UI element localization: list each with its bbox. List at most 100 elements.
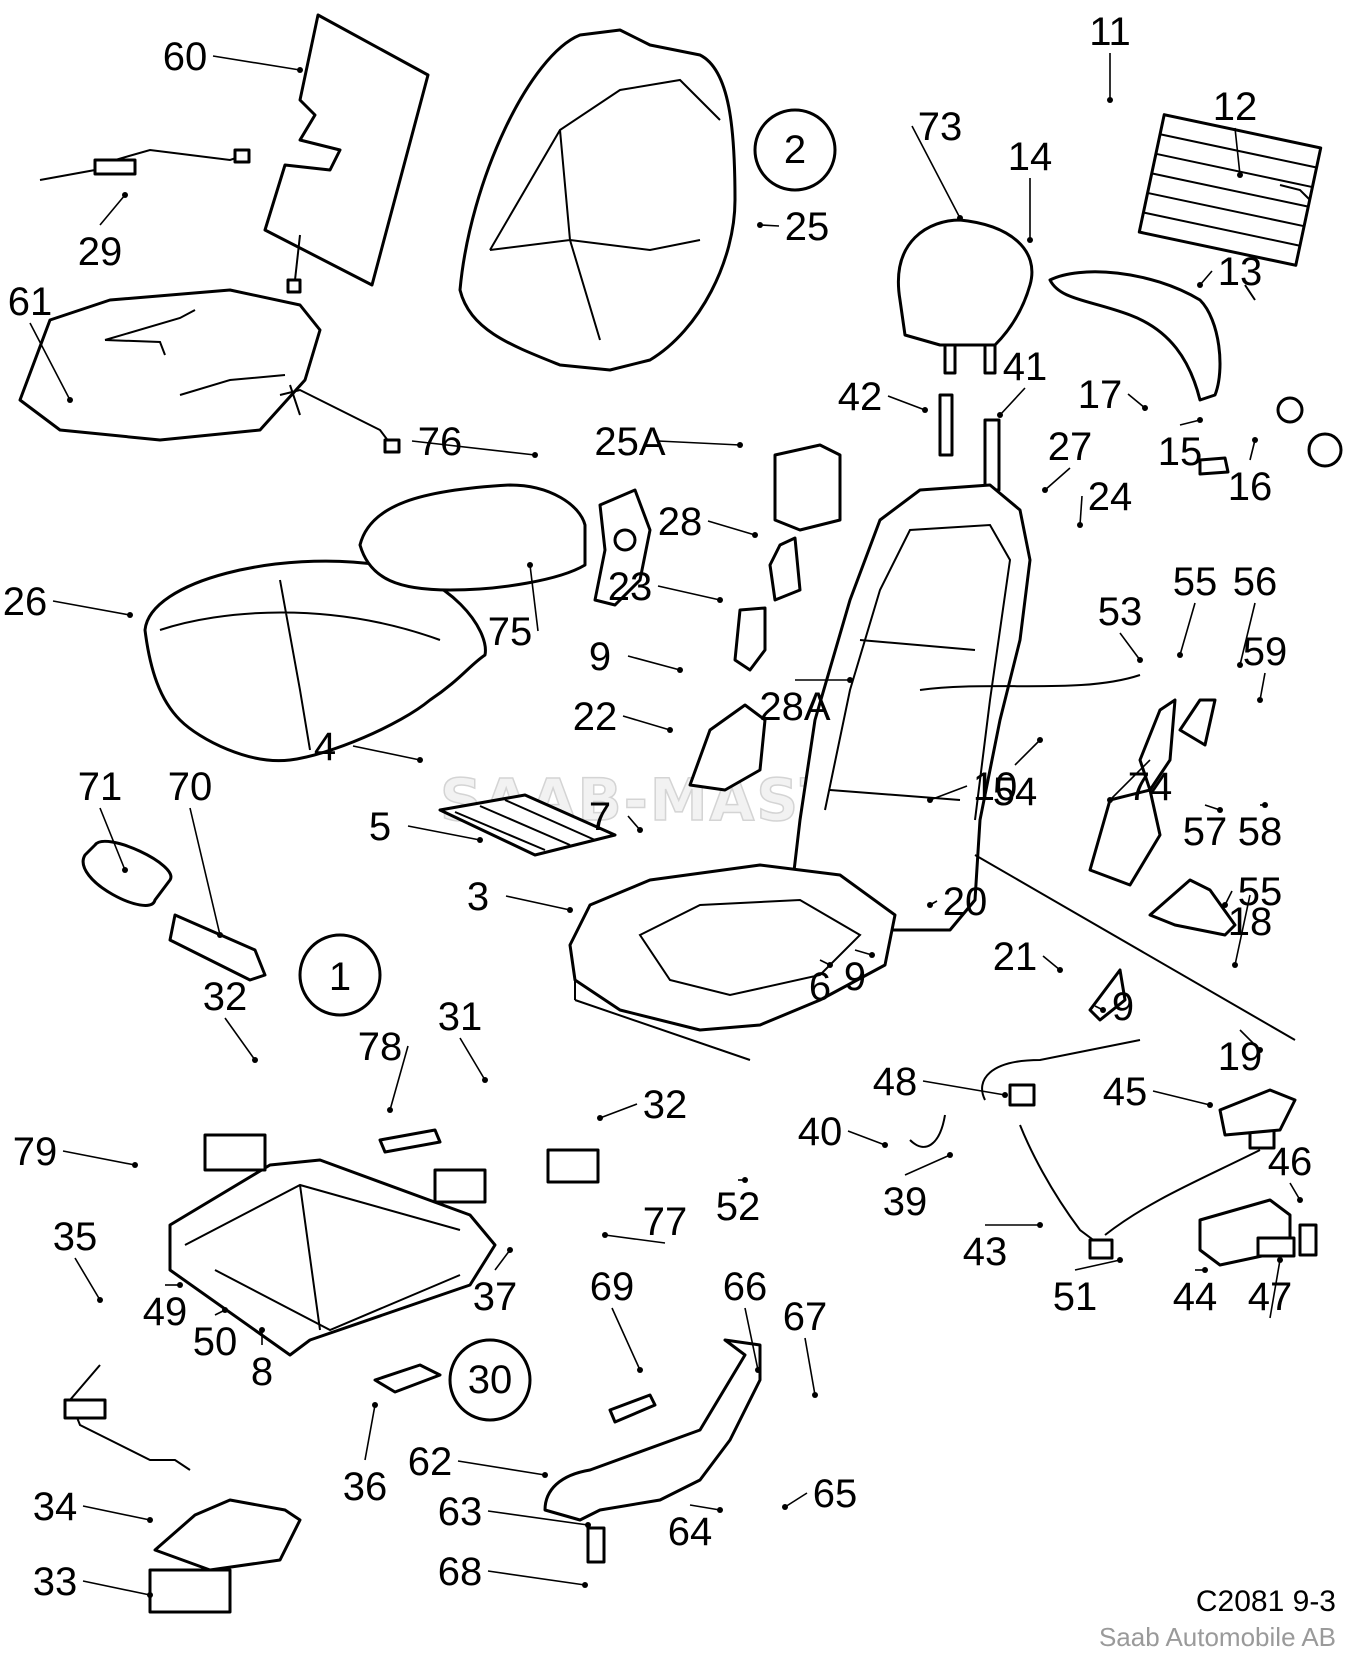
- leader-line-54: [1014, 739, 1041, 766]
- leader-dot-26: [127, 612, 133, 618]
- leader-dot-36: [372, 1402, 378, 1408]
- leader-line-56: [1239, 602, 1256, 666]
- leader-dot-42: [922, 407, 928, 413]
- part-label-50: 50: [193, 1320, 238, 1364]
- leader-dot-35: [97, 1297, 103, 1303]
- leader-dot-58: [1262, 802, 1268, 808]
- leader-line-69: [611, 1307, 641, 1371]
- part-label-12: 12: [1213, 85, 1258, 129]
- leader-line-7: [627, 815, 641, 831]
- leader-line-9: [627, 655, 681, 671]
- leader-line-29: [99, 194, 126, 226]
- leader-line-53: [1119, 632, 1141, 661]
- part-label-18: 18: [1228, 900, 1273, 944]
- leader-dot-63: [585, 1522, 591, 1528]
- leader-dot-66: [755, 1367, 761, 1373]
- leader-line-27: [1044, 467, 1071, 491]
- leader-dot-43: [1037, 1222, 1043, 1228]
- leader-dot-57: [1217, 807, 1223, 813]
- part-label-73: 73: [918, 105, 963, 149]
- leader-dot-53: [1137, 657, 1143, 663]
- part-label-52: 52: [716, 1185, 761, 1229]
- part-label-46: 46: [1268, 1140, 1313, 1184]
- parts-artwork: [18, 13, 1343, 1614]
- leader-dot-77: [602, 1232, 608, 1238]
- leader-line-25A: [657, 440, 741, 446]
- part-label-28: 28: [658, 500, 703, 544]
- leader-line-78: [389, 1045, 409, 1111]
- leader-dot-61: [67, 397, 73, 403]
- part-label-41: 41: [1003, 345, 1048, 389]
- leader-dot-54: [1037, 737, 1043, 743]
- part-label-78: 78: [358, 1025, 403, 1069]
- leader-line-17: [1127, 393, 1146, 409]
- leader-line-45: [1152, 1090, 1211, 1106]
- leader-dot-7: [637, 827, 643, 833]
- leader-dot-75: [527, 562, 533, 568]
- leader-line-79: [62, 1150, 136, 1166]
- leader-dot-32: [597, 1115, 603, 1121]
- leader-dot-21: [1057, 967, 1063, 973]
- leader-line-18: [1234, 894, 1251, 966]
- leader-dot-59: [1257, 697, 1263, 703]
- leader-dot-56: [1237, 662, 1243, 668]
- leader-dot-62: [542, 1472, 548, 1478]
- leader-line-63: [487, 1510, 589, 1526]
- part-label-19: 19: [1218, 1035, 1263, 1079]
- leader-line-71: [99, 807, 126, 871]
- part-label-71: 71: [78, 765, 123, 809]
- part-label-25A: 25A: [594, 420, 665, 464]
- part-label-3: 3: [467, 875, 489, 919]
- part-label-35: 35: [53, 1215, 98, 1259]
- part-label-62: 62: [408, 1440, 453, 1484]
- leader-dot-17: [1142, 405, 1148, 411]
- leader-dot-12: [1237, 172, 1243, 178]
- part-label-63: 63: [438, 1490, 483, 1534]
- part-label-77: 77: [643, 1200, 688, 1244]
- part-labels: 3456789991011121314151617181920212223242…: [3, 10, 1313, 1604]
- leader-dot-6: [827, 962, 833, 968]
- part-label-65: 65: [813, 1472, 858, 1516]
- part-label-75: 75: [488, 610, 533, 654]
- leader-line-5: [407, 825, 481, 841]
- part-label-64: 64: [668, 1510, 713, 1554]
- leader-line-16: [1249, 439, 1256, 461]
- part-label-9: 9: [589, 635, 611, 679]
- part-label-21: 21: [993, 935, 1038, 979]
- leader-dot-5: [477, 837, 483, 843]
- leader-dot-32: [252, 1057, 258, 1063]
- leader-dot-64: [717, 1507, 723, 1513]
- leader-dot-79: [132, 1162, 138, 1168]
- leader-dot-45: [1207, 1102, 1213, 1108]
- leader-dot-40: [882, 1142, 888, 1148]
- leader-dot-78: [387, 1107, 393, 1113]
- leader-line-47: [1269, 1259, 1281, 1319]
- leader-line-10: [929, 785, 968, 801]
- leader-dot-9: [869, 952, 875, 958]
- part-label-54: 54: [993, 770, 1038, 814]
- part-label-61: 61: [8, 280, 53, 324]
- part-label-59: 59: [1243, 630, 1288, 674]
- leader-dot-23: [717, 597, 723, 603]
- leader-line-21: [1042, 955, 1061, 971]
- leader-dot-34: [147, 1517, 153, 1523]
- leader-line-37: [494, 1249, 511, 1271]
- leader-dot-47: [1277, 1257, 1283, 1263]
- leader-line-62: [457, 1460, 546, 1476]
- diagram-code: C2081 9-3: [1195, 1585, 1336, 1618]
- part-label-37: 37: [473, 1275, 518, 1319]
- part-label-32: 32: [643, 1083, 688, 1127]
- leader-dot-18: [1232, 962, 1238, 968]
- part-label-36: 36: [343, 1465, 388, 1509]
- part-label-20: 20: [943, 880, 988, 924]
- leader-line-32: [224, 1017, 256, 1061]
- part-label-23: 23: [608, 565, 653, 609]
- publisher-name: Saab Automobile AB: [1098, 1622, 1336, 1652]
- part-label-11: 11: [1089, 10, 1131, 54]
- leader-dot-70: [217, 932, 223, 938]
- part-label-66: 66: [723, 1265, 768, 1309]
- part-label-45: 45: [1103, 1070, 1148, 1114]
- group-circle-label-2: 2: [784, 128, 806, 172]
- leader-dot-3: [567, 907, 573, 913]
